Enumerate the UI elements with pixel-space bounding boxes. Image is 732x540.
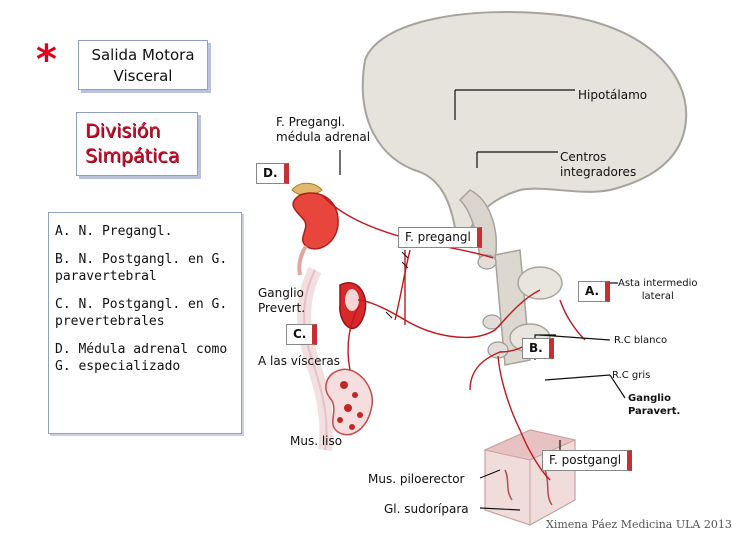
label-c: C. [286, 324, 318, 345]
list-item: A. N. Pregangl. [55, 224, 173, 239]
label-f-postgangl: F. postgangl [542, 450, 633, 471]
division-line-2: Simpática [85, 145, 180, 167]
label-gl-sudoripara: Gl. sudorípara [384, 502, 469, 516]
label-b: B. [522, 338, 554, 359]
ureter [297, 244, 308, 276]
vessel-lumen [345, 289, 359, 311]
title-line-2: Visceral [113, 67, 173, 85]
label-rc-blanco: R.C blanco [614, 335, 668, 346]
title-box: Salida Motora Visceral [78, 40, 208, 90]
label-ganglio-paravert: Ganglio Paravert. [628, 393, 681, 417]
asterisk-icon: * [36, 37, 57, 83]
intestine [325, 368, 373, 436]
division-box: División Simpática [76, 112, 198, 176]
label-a-las-visceras: A las vísceras [258, 354, 340, 368]
skin-block [483, 429, 577, 526]
ganglion-upper [477, 254, 497, 270]
label-mus-liso: Mus. liso [290, 434, 343, 448]
brain-shape [361, 11, 688, 232]
list-item: C. N. Postgangl. en G. prevertebrales [55, 297, 228, 329]
label-centros-integradores: Centros integradores [560, 150, 637, 179]
label-hipotalamo: Hipotálamo [578, 88, 648, 102]
ganglion-middle [482, 314, 502, 330]
label-a: A. [578, 281, 611, 302]
legend-list: A. N. Pregangl. B. N. Postgangl. en G. p… [48, 212, 242, 434]
kidney [292, 192, 339, 250]
label-f-pregangl-medula: F. Pregangl. médula adrenal [276, 115, 371, 144]
credit-text: Ximena Páez Medicina ULA 2013 [546, 518, 732, 531]
division-line-1: División [85, 120, 161, 142]
list-item: D. Médula adrenal como G. especializado [55, 342, 228, 374]
label-mus-piloerector: Mus. piloerector [368, 472, 465, 486]
artery-left-wall [303, 269, 328, 451]
label-rc-gris: R.C gris [612, 370, 651, 381]
title-line-1: Salida Motora [91, 46, 195, 64]
label-f-pregangl: F. pregangl [398, 227, 482, 248]
label-ganglio-prevert: Ganglio Prevert. [258, 286, 306, 315]
label-d: D. [256, 163, 289, 184]
label-asta-intermedio: Asta intermedio lateral [618, 278, 698, 302]
cord-cross-section-upper [517, 266, 563, 300]
list-item: B. N. Postgangl. en G. paravertebral [55, 252, 228, 284]
